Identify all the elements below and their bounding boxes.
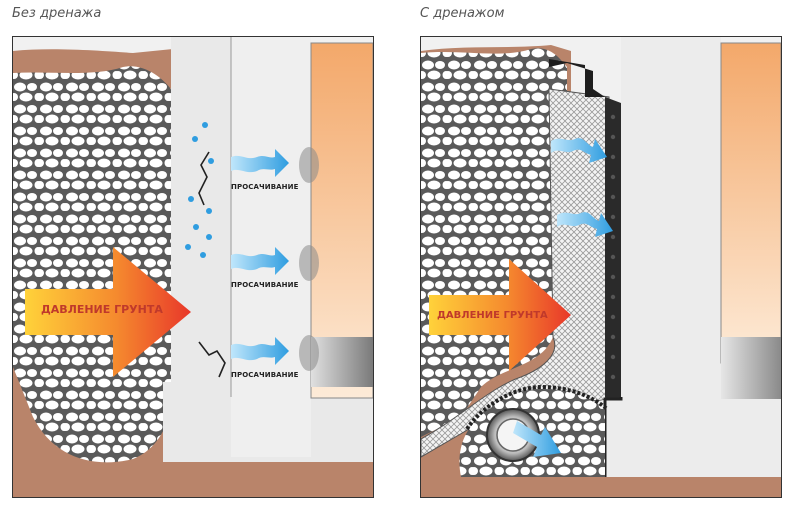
- seepage-arrow-3: [231, 337, 289, 365]
- water-flow-arrow-pipe: [513, 421, 561, 457]
- water-droplets: [185, 122, 214, 258]
- caption-with-drainage: С дренажом: [420, 6, 505, 21]
- foundation-wall: [621, 37, 721, 399]
- seepage-label-2: ПРОСАЧИВАНИЕ: [231, 281, 299, 289]
- pressure-label-right: ДАВЛЕНИЕ ГРУНТА: [437, 310, 548, 321]
- drain-wrap: [465, 384, 609, 431]
- wall-crack-lower: [198, 341, 226, 378]
- wall-crack-upper: [198, 151, 210, 206]
- pressure-label-left: ДАВЛЕНИЕ ГРУНТА: [41, 303, 163, 316]
- left-diagram-graphic: [13, 37, 373, 497]
- gravel-fill: [13, 66, 178, 463]
- diagram-without-drainage: ДАВЛЕНИЕ ГРУНТА ПРОСАЧИВАНИЕ ПРОСАЧИВАНИ…: [12, 36, 374, 498]
- interior-room: [720, 42, 781, 364]
- floor-slab: [721, 337, 781, 399]
- diagram-with-drainage: ДАВЛЕНИЕ ГРУНТА: [420, 36, 782, 498]
- seepage-label-3: ПРОСАЧИВАНИЕ: [231, 371, 299, 379]
- seepage-label-1: ПРОСАЧИВАНИЕ: [231, 183, 299, 191]
- drainage-membrane: [605, 97, 621, 409]
- caption-without-drainage: Без дренажа: [12, 6, 102, 21]
- foundation-footing: [605, 399, 781, 477]
- soil-bottom: [13, 457, 373, 497]
- seepage-arrow-2: [231, 247, 289, 275]
- membrane-dimples: [610, 114, 616, 380]
- foundation-wall: [171, 37, 231, 407]
- soil-pressure-arrow: [429, 259, 571, 371]
- water-flow-arrow-1: [551, 138, 607, 163]
- soil-pressure-arrow: [25, 247, 191, 377]
- right-diagram-graphic: [421, 37, 781, 497]
- floor-slab: [311, 337, 373, 387]
- seepage-arrow-1: [231, 149, 289, 177]
- water-flow-arrow-2: [557, 212, 613, 237]
- membrane-cap: [549, 59, 605, 97]
- wall-inner: [231, 37, 311, 457]
- soil-bottom: [421, 477, 781, 497]
